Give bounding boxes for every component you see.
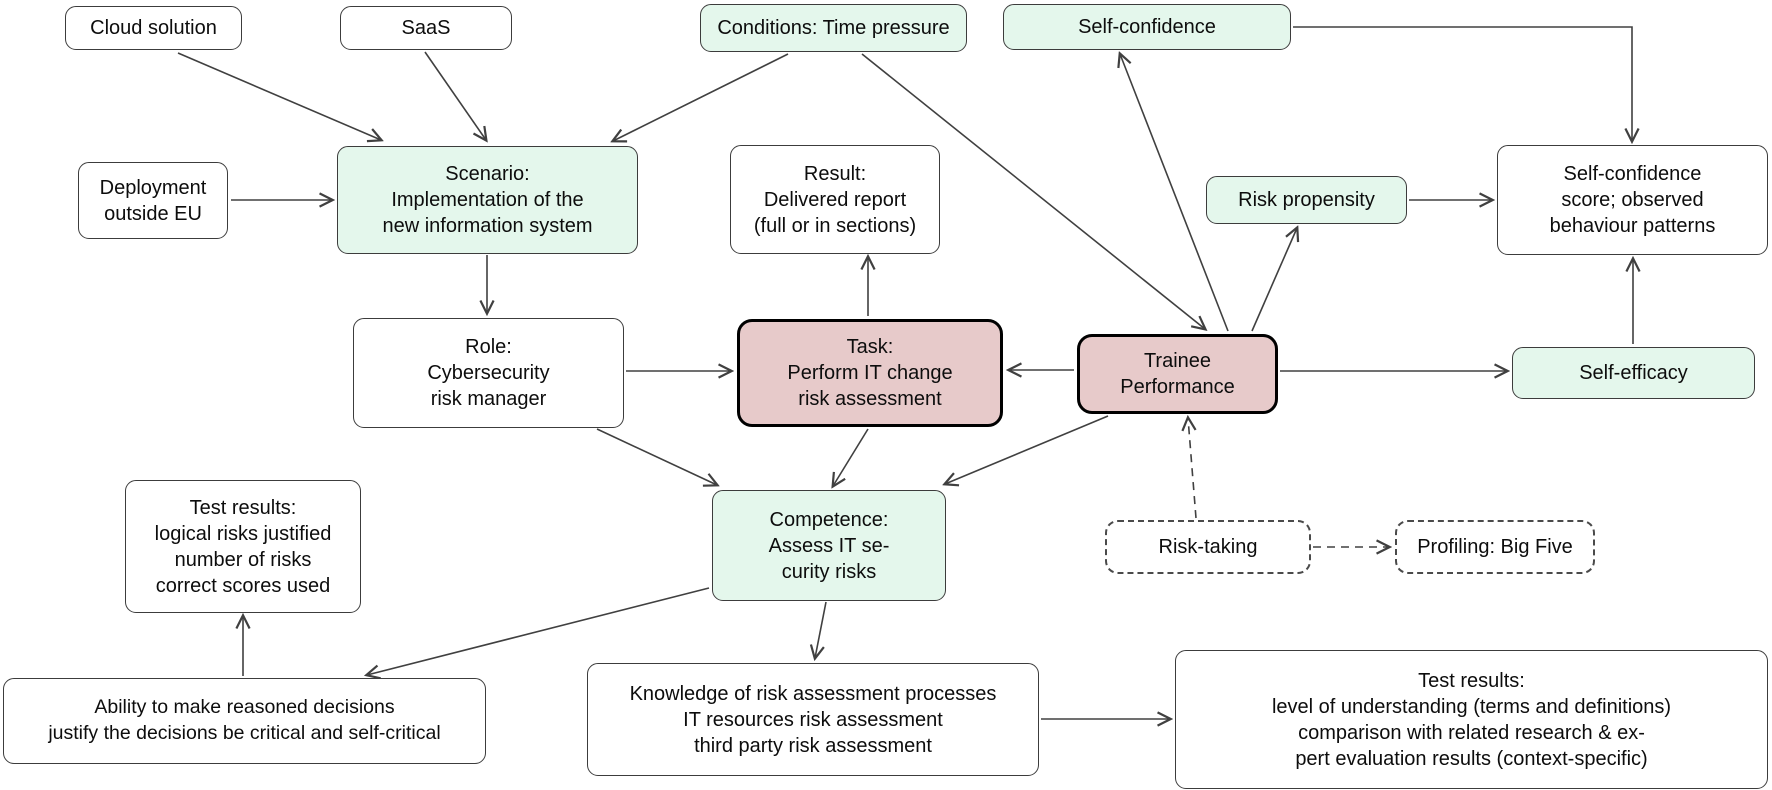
node-risk-propensity: Risk propensity [1206,176,1407,224]
arrow-saas-to-scenario [424,51,486,140]
node-trainee-performance: Trainee Performance [1077,334,1278,414]
arrow-role-to-competence [596,428,717,485]
arrow-competence-to-knowledge [815,601,827,658]
node-cloud-solution: Cloud solution [65,6,242,50]
arrow-task-to-competence [833,428,869,486]
node-competence: Competence: Assess IT se- curity risks [712,490,946,601]
arrow-self-confidence-to-score [1293,26,1632,141]
arrow-trainee-to-risk-propensity [1251,228,1297,332]
node-scenario: Scenario: Implementation of the new info… [337,146,638,254]
arrow-conditions-to-trainee [861,53,1205,329]
node-self-efficacy: Self-efficacy [1512,347,1755,399]
node-self-confidence: Self-confidence [1003,4,1291,50]
node-self-confidence-score: Self-confidence score; observed behaviou… [1497,145,1768,255]
node-profiling-big-five: Profiling: Big Five [1395,520,1595,574]
node-saas: SaaS [340,6,512,50]
arrow-risk-taking-to-trainee [1188,418,1197,519]
arrow-trainee-to-competence [945,415,1109,484]
node-ability: Ability to make reasoned decisions justi… [3,678,486,764]
node-knowledge: Knowledge of risk assessment processes I… [587,663,1039,776]
arrow-conditions-to-scenario [613,53,789,141]
arrow-cloud-to-scenario [177,52,381,140]
node-result: Result: Delivered report (full or in sec… [730,145,940,254]
node-task: Task: Perform IT change risk assessment [737,319,1003,427]
node-deployment-outside-eu: Deployment outside EU [78,162,228,239]
node-test-results-right: Test results: level of understanding (te… [1175,650,1768,789]
arrow-trainee-to-self-confidence [1120,54,1229,332]
node-risk-taking: Risk-taking [1105,520,1311,574]
node-conditions-time-pressure: Conditions: Time pressure [700,4,967,52]
node-test-results-left: Test results: logical risks justified nu… [125,480,361,613]
arrow-competence-to-ability [367,587,710,675]
node-role: Role: Cybersecurity risk manager [353,318,624,428]
